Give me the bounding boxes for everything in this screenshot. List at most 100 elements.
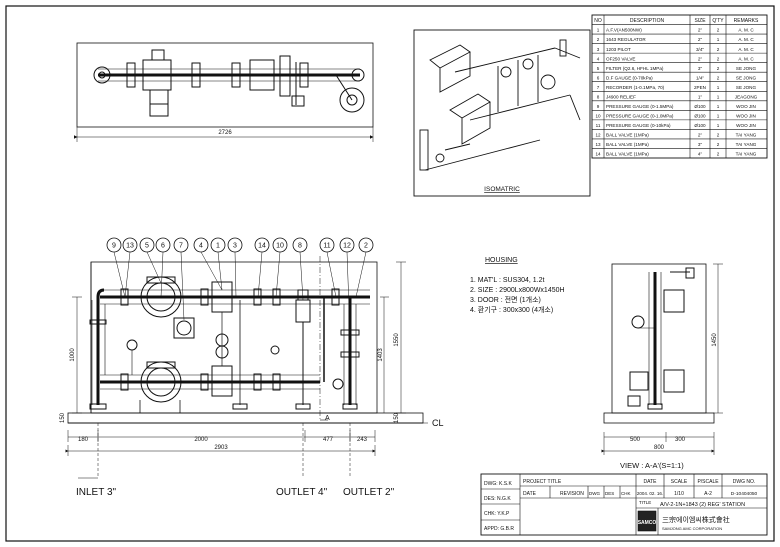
table-cell: 4" — [698, 152, 703, 157]
table-cell: 2" — [698, 37, 703, 42]
table-cell: 1 — [717, 104, 720, 109]
balloon-circle — [139, 237, 155, 253]
tb-title-label: TITLE — [639, 500, 651, 505]
balloon-leader — [124, 251, 131, 298]
balloon-number: 3 — [233, 243, 237, 250]
tb-chk: CHK: Y.K.P — [484, 511, 510, 517]
table-cell: 2 — [717, 152, 720, 157]
tb-appd: APPD: G.B.R — [484, 526, 514, 532]
balloon-leader — [217, 251, 223, 291]
tb-des: DES: N.G.K — [484, 496, 511, 502]
balloon-number: 2 — [364, 243, 368, 250]
table-cell: WOO JIN — [736, 123, 756, 128]
housing-title: HOUSING — [485, 257, 518, 264]
tb-col-scale: SCALE — [671, 479, 688, 485]
side-dim-300: 300 — [675, 437, 686, 443]
tb-rev-chk: CHK — [621, 491, 631, 496]
tb-rev-des: DES — [605, 491, 614, 496]
table-cell: 3/4" — [696, 47, 704, 52]
top-plan-view — [74, 42, 374, 142]
balloon-circle — [106, 237, 122, 253]
tb-rev-revision: REVISION — [560, 491, 584, 497]
sheet-border — [5, 5, 775, 542]
table-cell: 5 — [597, 66, 600, 71]
table-header-cell: DESCRIPTION — [630, 18, 665, 24]
balloon-number: 12 — [343, 243, 351, 250]
side-dim-500: 500 — [630, 437, 641, 443]
table-cell: 2 — [717, 47, 720, 52]
table-cell: 2PEN — [694, 85, 706, 90]
table-cell: 7 — [597, 85, 600, 90]
balloon-number: 10 — [276, 243, 284, 250]
table-cell: 14 — [595, 152, 601, 157]
dim-left-base: 150 — [60, 412, 66, 423]
balloon-number: 9 — [112, 243, 116, 250]
table-cell: D.F GAUGE (0-70kPa) — [606, 75, 653, 80]
balloon-number: 7 — [179, 243, 183, 250]
table-header-cell: REMARKS — [734, 18, 759, 24]
section-mark-a: A — [325, 415, 330, 422]
tb-rev-date: DATE — [523, 491, 537, 497]
side-dim-1450: 1450 — [712, 333, 718, 347]
balloon-leader — [234, 251, 237, 298]
isometric-view — [413, 29, 591, 197]
table-header-cell: SIZE — [694, 18, 706, 24]
table-cell: 1/4" — [696, 75, 704, 80]
housing-note-4: 4. 환기구 : 300x300 (4개소) — [470, 305, 553, 314]
inlet-label: INLET 3" — [76, 487, 116, 498]
isometric-label: ISOMATRIC — [484, 186, 520, 193]
tb-project: PROJECT TITLE — [523, 479, 562, 485]
balloon-leader — [355, 251, 367, 298]
table-cell: BALL VALVE (1MPa) — [606, 133, 649, 138]
title-block — [480, 473, 768, 536]
tb-logo: SAMCO — [638, 520, 657, 526]
table-cell: PRESSURE GAUGE (0-1.5MPa) — [606, 104, 674, 109]
balloon-number: 6 — [161, 243, 165, 250]
table-cell: 2" — [698, 28, 703, 33]
dim-left-height: 1000 — [70, 348, 76, 362]
table-cell: J4900 RELIEF — [606, 94, 636, 99]
balloon-leader — [160, 251, 164, 298]
table-cell: 2 — [717, 56, 720, 61]
balloon-leader — [146, 251, 162, 284]
balloon-leader — [200, 251, 223, 291]
table-cell: A. M. C — [738, 28, 754, 33]
housing-note-3: 3. DOOR : 전면 (1개소) — [470, 295, 541, 304]
tb-col-dwgno: DWG NO. — [733, 479, 756, 485]
balloon-number: 1 — [216, 243, 220, 250]
table-cell: TAI YANG — [736, 152, 757, 157]
front-elevation-view — [67, 251, 424, 424]
table-cell: 4 — [597, 56, 600, 61]
table-cell: 9 — [597, 104, 600, 109]
top-dim-2726: 2726 — [218, 130, 232, 136]
tb-company-sub: SAMJONG AMC CORPORATION — [662, 526, 722, 531]
balloon-number: 14 — [258, 243, 266, 250]
dim-180: 180 — [78, 437, 89, 443]
table-cell: A. M. C — [738, 37, 754, 42]
table-cell: 3" — [698, 66, 703, 71]
balloon-number: 11 — [323, 243, 330, 250]
table-cell: 2 — [717, 142, 720, 147]
balloon-circle — [155, 237, 171, 253]
side-view — [601, 263, 723, 455]
table-cell: 3" — [698, 142, 703, 147]
table-cell: 2 — [717, 133, 720, 138]
parts-table — [591, 14, 768, 159]
side-dim-800: 800 — [654, 445, 665, 451]
dim-477: 477 — [323, 437, 334, 443]
balloon-leader — [326, 251, 337, 298]
table-cell: PRESSURE GAUGE (0-1.0MPa) — [606, 113, 674, 118]
balloon-leader — [299, 251, 304, 301]
tb-rev-dwg: DWG — [589, 491, 600, 496]
table-cell: WOO JIN — [736, 104, 756, 109]
table-cell: 12 — [595, 133, 601, 138]
table-cell: 6 — [597, 75, 600, 80]
balloon-circle — [210, 237, 226, 253]
table-cell: 2 — [717, 75, 720, 80]
table-cell: Ø100 — [694, 123, 706, 128]
dim-2000: 2000 — [194, 437, 208, 443]
tb-col-pscale: P/SCALE — [697, 479, 719, 485]
table-cell: 1 — [717, 37, 720, 42]
table-cell: SE JONG — [736, 75, 757, 80]
